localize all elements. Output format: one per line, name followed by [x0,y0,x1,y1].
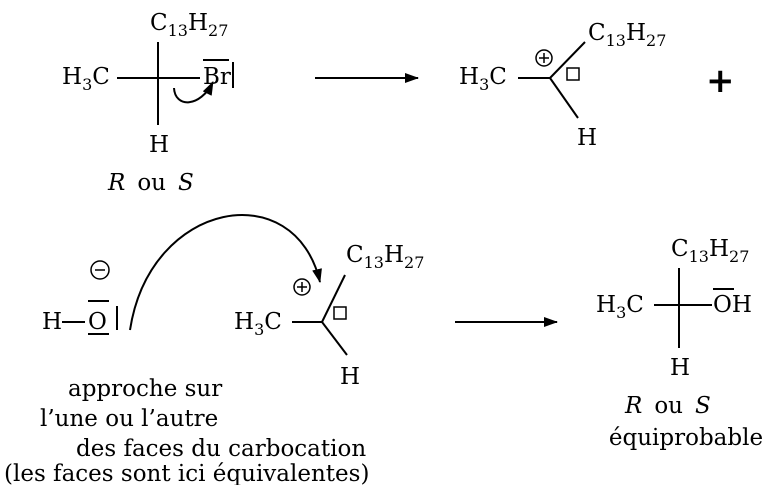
carbocation2-hydrogen: H [340,364,360,390]
hydroxide-hydrogen: H [42,309,62,335]
caption-line-3: des faces du carbocation [76,436,366,462]
nucleophilic-attack-arrow [129,214,322,331]
reactant-hydrogen: H [149,132,169,158]
caption-line-2: l’une ou l’autre [40,406,218,432]
carbocation2-methyl-group: H3C [234,309,282,339]
caption-line-4: (les faces sont ici équivalentes) [4,461,369,485]
hydroxide-oxygen: O [88,309,107,335]
carbocation2-chain-bond [321,274,346,323]
carbocation-2: H3C C13H27 H [234,242,424,390]
reactant-bromine: Br [203,64,231,90]
negative-charge-icon [90,260,110,280]
carbocation2-chain-group: C13H27 [346,242,424,272]
carbocation1-chain-bond [549,41,586,79]
carbocation1-hydrogen: H [577,125,597,151]
carbocation1-chain-group: C13H27 [588,20,666,50]
hydroxide-ion: H O [42,260,118,335]
plus-sign: + [706,61,735,101]
carbocation2-hydrogen-bond [321,321,348,356]
positive-charge-icon [535,49,553,67]
equiprobable-note: équiprobable [609,425,763,451]
leaving-group-curved-arrow [173,81,214,104]
product-methyl-group: H3C [596,292,644,322]
empty-orbital-icon [333,306,347,320]
caption: approche sur l’une ou l’autre des faces … [4,376,369,485]
positive-charge-icon [293,278,311,296]
product-top-group: C13H27 [671,236,749,266]
carbocation-1: H3C C13H27 H [459,20,666,151]
product-hydrogen: H [670,355,690,381]
reactant-top-group: C13H27 [150,10,228,40]
carbocation1-hydrogen-bond [549,77,579,119]
carbocation1-methyl-group: H3C [459,64,507,94]
caption-line-1: approche sur [68,376,222,402]
product-hydroxyl: OH [713,292,752,318]
empty-orbital-icon [566,67,580,81]
reactant-methyl-group: H3C [62,64,110,94]
